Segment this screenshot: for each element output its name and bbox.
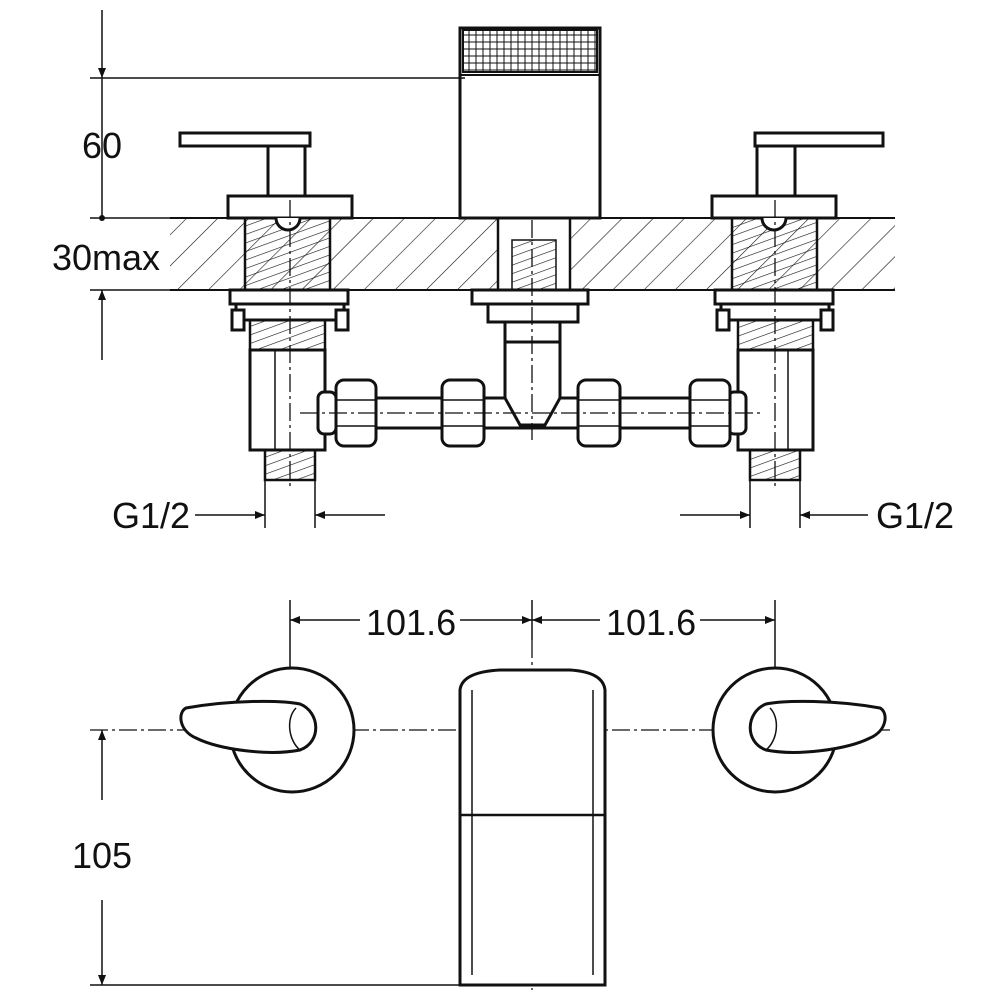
- dim-spout-projection: 105: [72, 835, 132, 876]
- height-dimension: 60 30max: [52, 10, 465, 360]
- dim-right-spacing: 101.6: [606, 602, 696, 643]
- spacing-dimension: 101.6 101.6: [289, 600, 776, 670]
- spout-front: [458, 26, 602, 220]
- dim-left-connection: G1/2: [112, 495, 190, 536]
- projection-dimension: 105: [72, 730, 460, 986]
- dim-right-connection: G1/2: [876, 495, 954, 536]
- left-handle-plan: [179, 666, 356, 794]
- dim-spout-height: 60: [82, 125, 122, 166]
- right-handle-plan: [711, 666, 887, 794]
- dim-left-spacing: 101.6: [366, 602, 456, 643]
- spout-plan: [458, 668, 607, 987]
- plan-view: 101.6 101.6 105: [72, 600, 890, 990]
- connection-dimensions: G1/2 G1/2: [112, 480, 954, 536]
- dim-deck-thickness: 30max: [52, 237, 160, 278]
- front-elevation: 60 30max G1/2 G1/2: [52, 10, 954, 536]
